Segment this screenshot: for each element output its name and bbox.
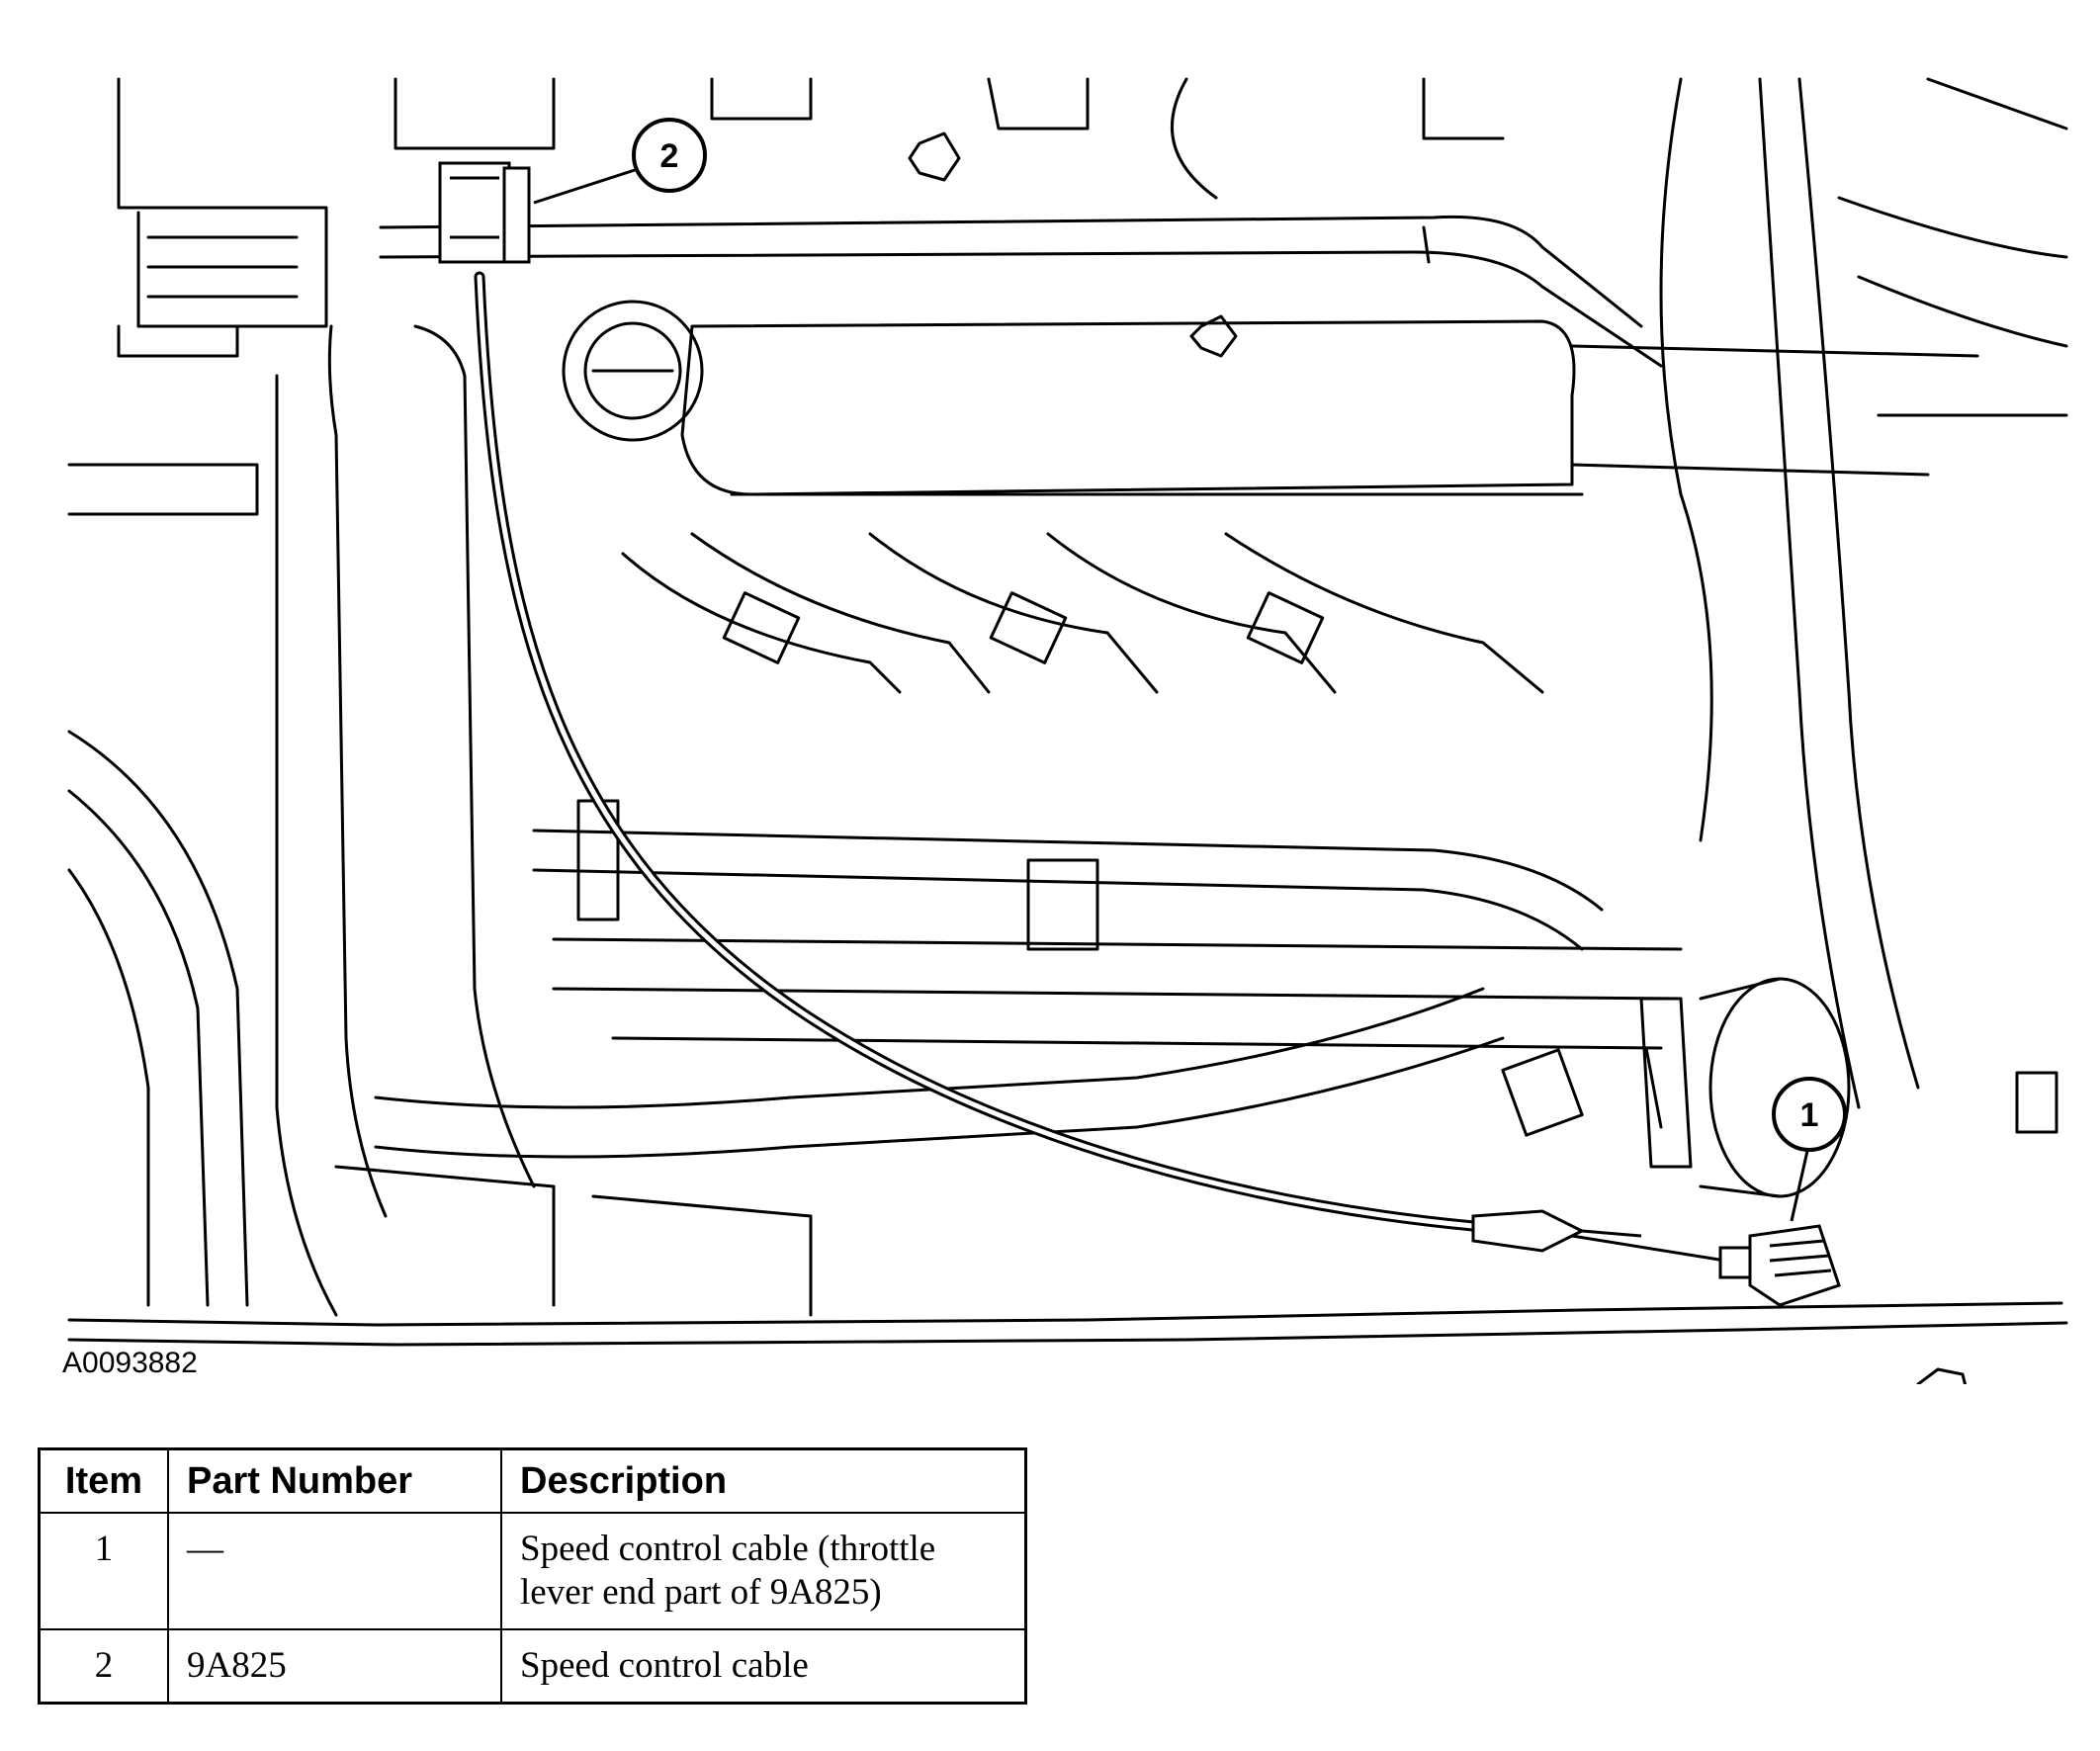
table-row: 2 9A825 Speed control cable — [38, 1628, 1027, 1705]
header-item: Item — [38, 1447, 169, 1514]
header-part-number: Part Number — [167, 1447, 502, 1514]
callout-2-circle — [632, 118, 707, 193]
engine-diagram: 2 1 — [67, 77, 2068, 1384]
callout-2-label: 2 — [660, 137, 679, 175]
row-item: 1 — [38, 1512, 169, 1630]
row-item: 2 — [38, 1628, 169, 1705]
row-part-number: 9A825 — [167, 1628, 502, 1705]
header-description: Description — [500, 1447, 1027, 1514]
figure-id: A0093882 — [62, 1347, 198, 1379]
table-row: 1 — Speed control cable (throttle lever … — [38, 1512, 1027, 1630]
table-header-row: Item Part Number Description — [38, 1447, 1027, 1514]
row-description-line: Speed control cable (throttle — [520, 1529, 936, 1569]
callout-1-circle — [1772, 1077, 1847, 1152]
parts-table: Item Part Number Description 1 — Speed c… — [38, 1447, 1027, 1705]
row-description-line: Speed control cable — [520, 1645, 809, 1686]
row-description-line: lever end part of 9A825) — [520, 1572, 882, 1613]
row-description: Speed control cable (throttle lever end … — [500, 1512, 1027, 1630]
row-part-number: — — [167, 1512, 502, 1630]
row-description: Speed control cable — [500, 1628, 1027, 1705]
callout-1-label: 1 — [1800, 1096, 1819, 1134]
